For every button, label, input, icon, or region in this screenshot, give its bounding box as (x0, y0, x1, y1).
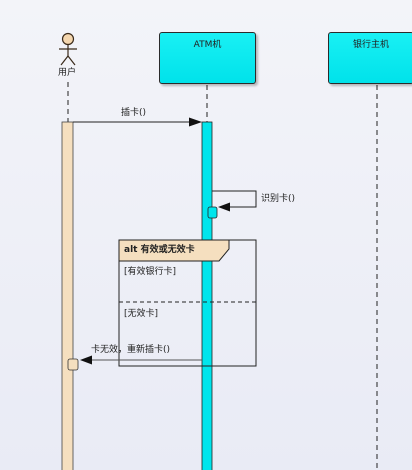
message-reinsert-label: 卡无效，重新插卡() (91, 345, 171, 355)
activation-atm (201, 121, 213, 470)
message-identify-label: 识别卡() (261, 194, 296, 204)
actor-user-icon (59, 32, 77, 66)
alt-guard-invalid: [无效卡] (124, 309, 159, 319)
alt-fragment-tab (118, 239, 230, 262)
actor-user-label: 用户 (58, 68, 77, 78)
message-reinsert-arrowhead (80, 355, 92, 365)
activation-user (61, 121, 74, 470)
lifeline-atm-box: ATM机 (159, 32, 256, 84)
alt-fragment-title: alt 有效或无效卡 (124, 245, 195, 255)
activation-user-nested (67, 358, 79, 371)
lifeline-atm-label: ATM机 (193, 40, 222, 50)
message-identify-arrowhead (218, 202, 230, 212)
alt-guard-valid: [有效银行卡] (124, 267, 177, 277)
message-insert-card-arrowhead (189, 117, 202, 127)
message-insert-card-label: 插卡() (121, 108, 147, 118)
message-identify-self-arrow (212, 190, 257, 208)
lifeline-bank-label: 银行主机 (352, 40, 389, 50)
activation-atm-nested (207, 206, 218, 219)
lifeline-bank-box: 银行主机 (328, 32, 412, 84)
